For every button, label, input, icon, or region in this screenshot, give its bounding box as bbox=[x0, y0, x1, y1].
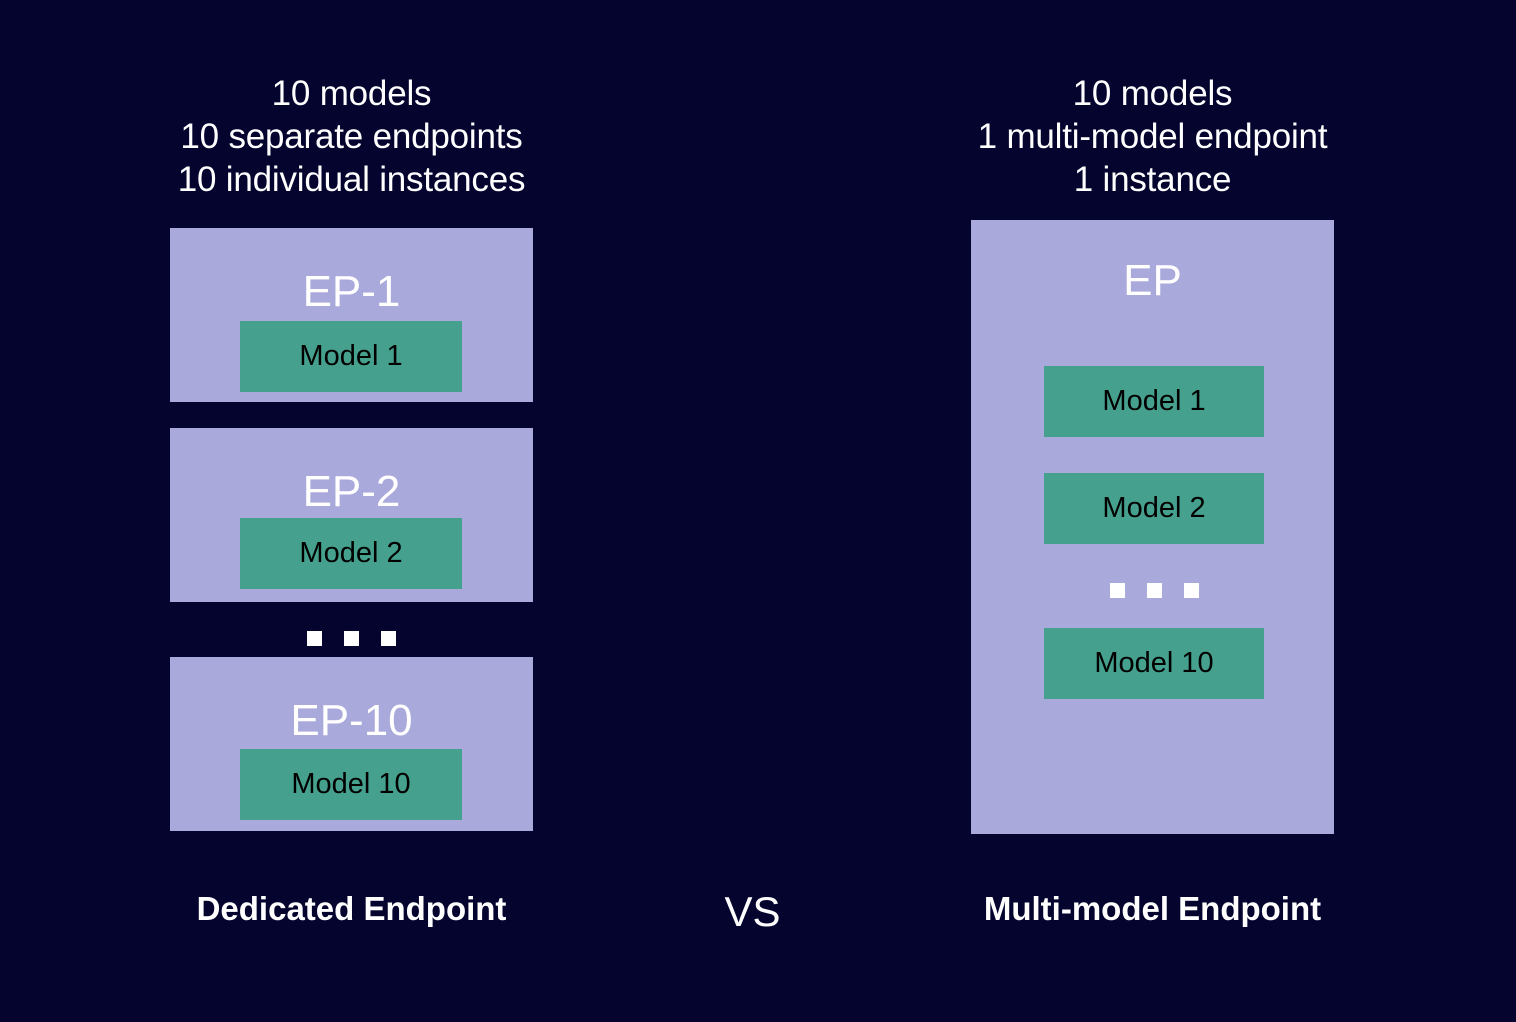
model-box-right-1: Model 1 bbox=[1044, 366, 1264, 437]
right-caption-line-2: 1 multi-model endpoint bbox=[977, 117, 1328, 156]
left-ellipsis bbox=[240, 618, 462, 658]
endpoint-title-ep-1: EP-1 bbox=[302, 267, 401, 316]
endpoint-title-ep-10: EP-10 bbox=[290, 696, 413, 745]
vs-label: VS bbox=[724, 888, 781, 935]
right-ellipsis-dot-3 bbox=[1183, 582, 1199, 598]
endpoint-title-ep-2: EP-2 bbox=[302, 467, 401, 516]
right-caption-block: 10 models 1 multi-model endpoint 1 insta… bbox=[971, 72, 1334, 201]
left-ellipsis-dot-2 bbox=[343, 630, 359, 646]
model-box-right-10: Model 10 bbox=[1044, 628, 1264, 699]
left-ellipsis-dot-1 bbox=[306, 630, 322, 646]
left-caption-line-3: 10 individual instances bbox=[177, 160, 526, 199]
left-caption-block: 10 models 10 separate endpoints 10 indiv… bbox=[170, 72, 533, 201]
right-ellipsis-dot-1 bbox=[1109, 582, 1125, 598]
right-footer-label: Multi-model Endpoint bbox=[983, 890, 1322, 927]
right-caption-line-1: 10 models bbox=[1072, 74, 1233, 113]
left-footer-label: Dedicated Endpoint bbox=[196, 890, 507, 927]
right-ellipsis-dot-2 bbox=[1146, 582, 1162, 598]
model-box-left-2: Model 2 bbox=[240, 518, 462, 589]
right-caption-line-3: 1 instance bbox=[1073, 160, 1232, 199]
left-ellipsis-dot-3 bbox=[380, 630, 396, 646]
left-caption-line-1: 10 models bbox=[271, 74, 432, 113]
left-caption-line-2: 10 separate endpoints bbox=[180, 117, 523, 156]
model-box-left-10: Model 10 bbox=[240, 749, 462, 820]
right-ellipsis bbox=[1044, 570, 1264, 610]
model-box-left-1: Model 1 bbox=[240, 321, 462, 392]
model-box-right-2: Model 2 bbox=[1044, 473, 1264, 544]
endpoint-title-ep: EP bbox=[1123, 256, 1182, 305]
